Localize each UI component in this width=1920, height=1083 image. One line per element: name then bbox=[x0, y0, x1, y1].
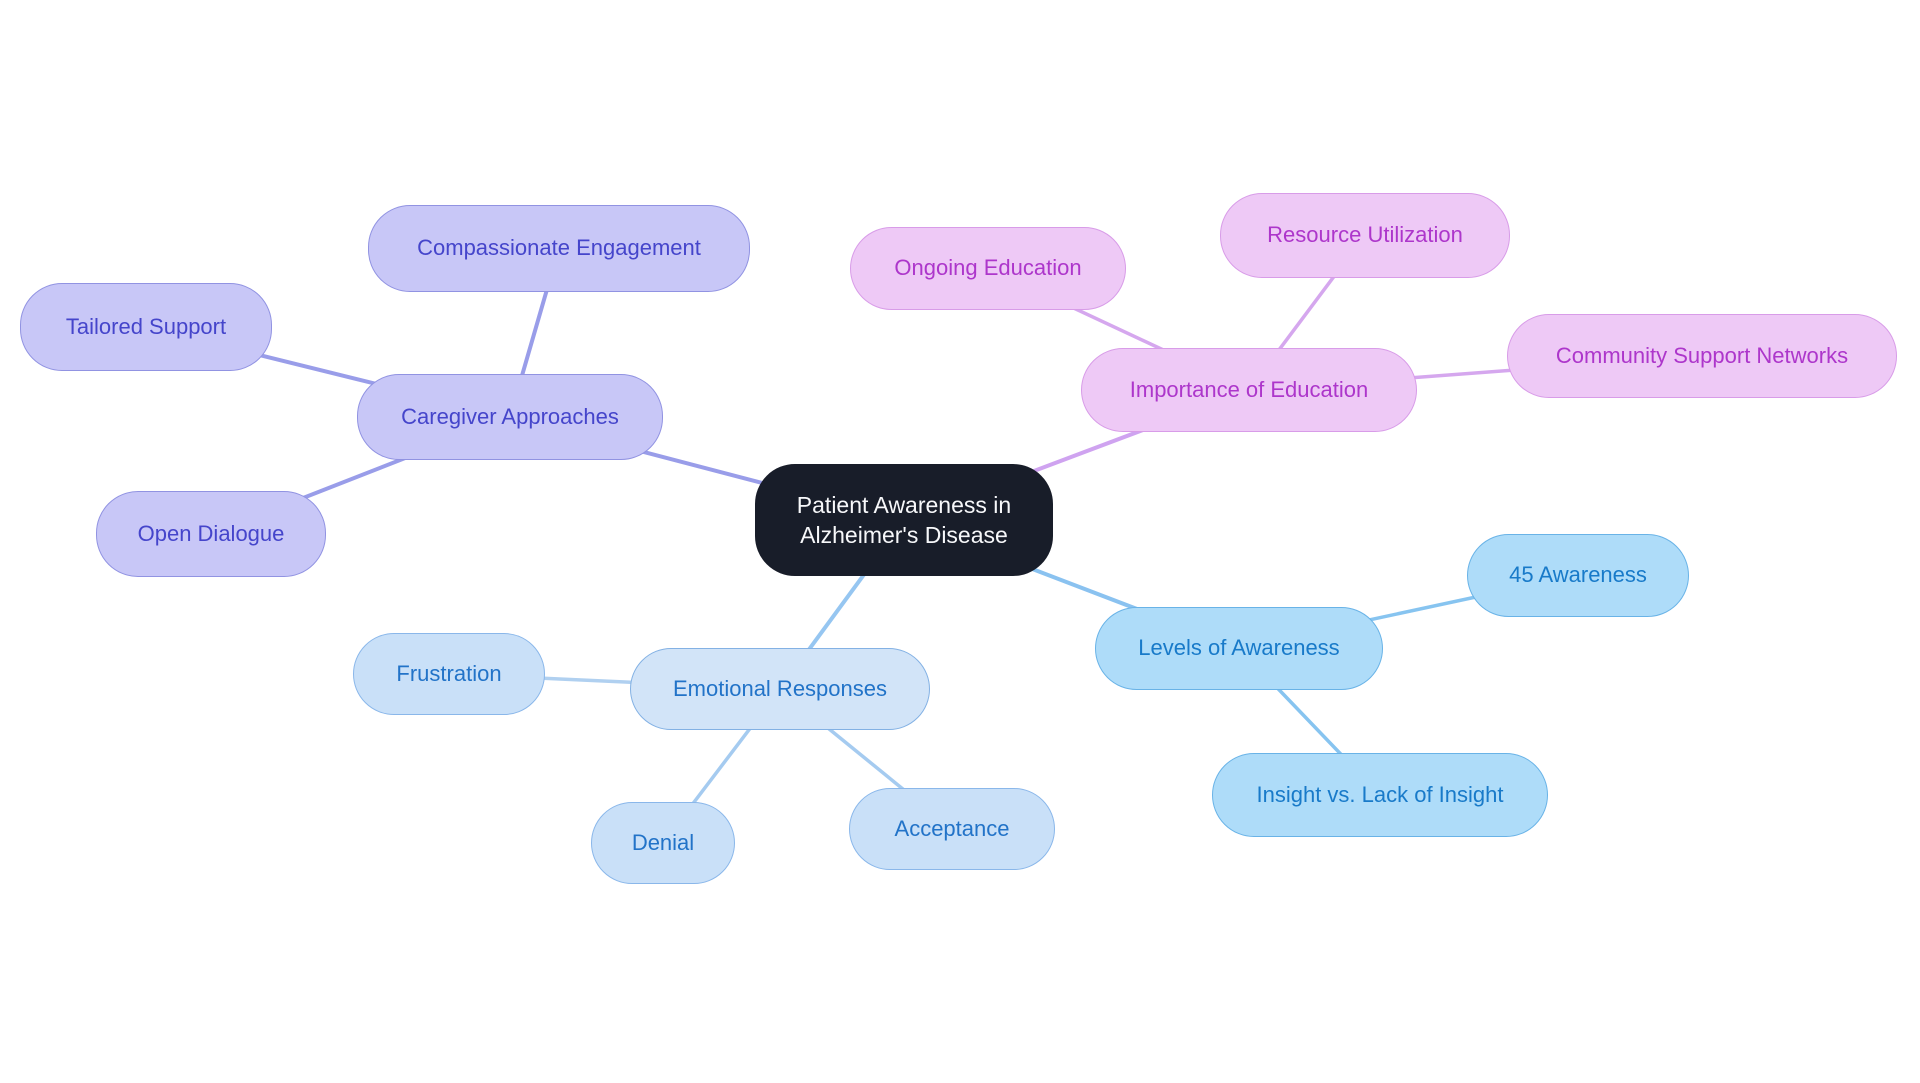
mindmap-node-acceptance[interactable]: Acceptance bbox=[849, 788, 1055, 870]
node-label: Resource Utilization bbox=[1267, 222, 1463, 248]
mindmap-node-compassionate[interactable]: Compassionate Engagement bbox=[368, 204, 750, 292]
mindmap-node-insight[interactable]: Insight vs. Lack of Insight bbox=[1212, 753, 1548, 837]
mindmap-node-tailored[interactable]: Tailored Support bbox=[20, 283, 272, 371]
node-label: Caregiver Approaches bbox=[401, 404, 619, 430]
mindmap-node-resource[interactable]: Resource Utilization bbox=[1220, 192, 1510, 278]
mindmap-node-education[interactable]: Importance of Education bbox=[1081, 348, 1417, 432]
mindmap-node-levels[interactable]: Levels of Awareness bbox=[1095, 606, 1383, 690]
mindmap-node-awareness45[interactable]: 45 Awareness bbox=[1467, 533, 1689, 617]
mindmap-node-community[interactable]: Community Support Networks bbox=[1507, 314, 1897, 398]
mindmap-node-denial[interactable]: Denial bbox=[591, 802, 735, 884]
node-label: Tailored Support bbox=[65, 314, 227, 340]
node-label: 45 Awareness bbox=[1509, 562, 1647, 588]
node-label: Importance of Education bbox=[1129, 377, 1369, 403]
mindmap-node-ongoing[interactable]: Ongoing Education bbox=[850, 226, 1126, 310]
mindmap-node-emotional[interactable]: Emotional Responses bbox=[630, 648, 930, 730]
node-label: Patient Awareness in Alzheimer's Disease bbox=[796, 491, 1012, 548]
node-label: Insight vs. Lack of Insight bbox=[1256, 782, 1504, 808]
mindmap-node-root[interactable]: Patient Awareness in Alzheimer's Disease bbox=[755, 464, 1053, 576]
node-label: Compassionate Engagement bbox=[417, 235, 701, 261]
node-label: Open Dialogue bbox=[137, 521, 285, 547]
node-label: Ongoing Education bbox=[894, 255, 1082, 281]
mindmap-node-caregiver[interactable]: Caregiver Approaches bbox=[357, 374, 663, 460]
node-label: Denial bbox=[631, 830, 695, 856]
node-label: Acceptance bbox=[894, 816, 1010, 842]
node-label: Emotional Responses bbox=[672, 676, 887, 702]
node-label: Levels of Awareness bbox=[1138, 635, 1340, 661]
mindmap-node-open_dialogue[interactable]: Open Dialogue bbox=[96, 491, 326, 577]
node-label: Community Support Networks bbox=[1555, 343, 1849, 369]
node-label: Frustration bbox=[396, 661, 502, 687]
mindmap-node-frustration[interactable]: Frustration bbox=[353, 633, 545, 715]
